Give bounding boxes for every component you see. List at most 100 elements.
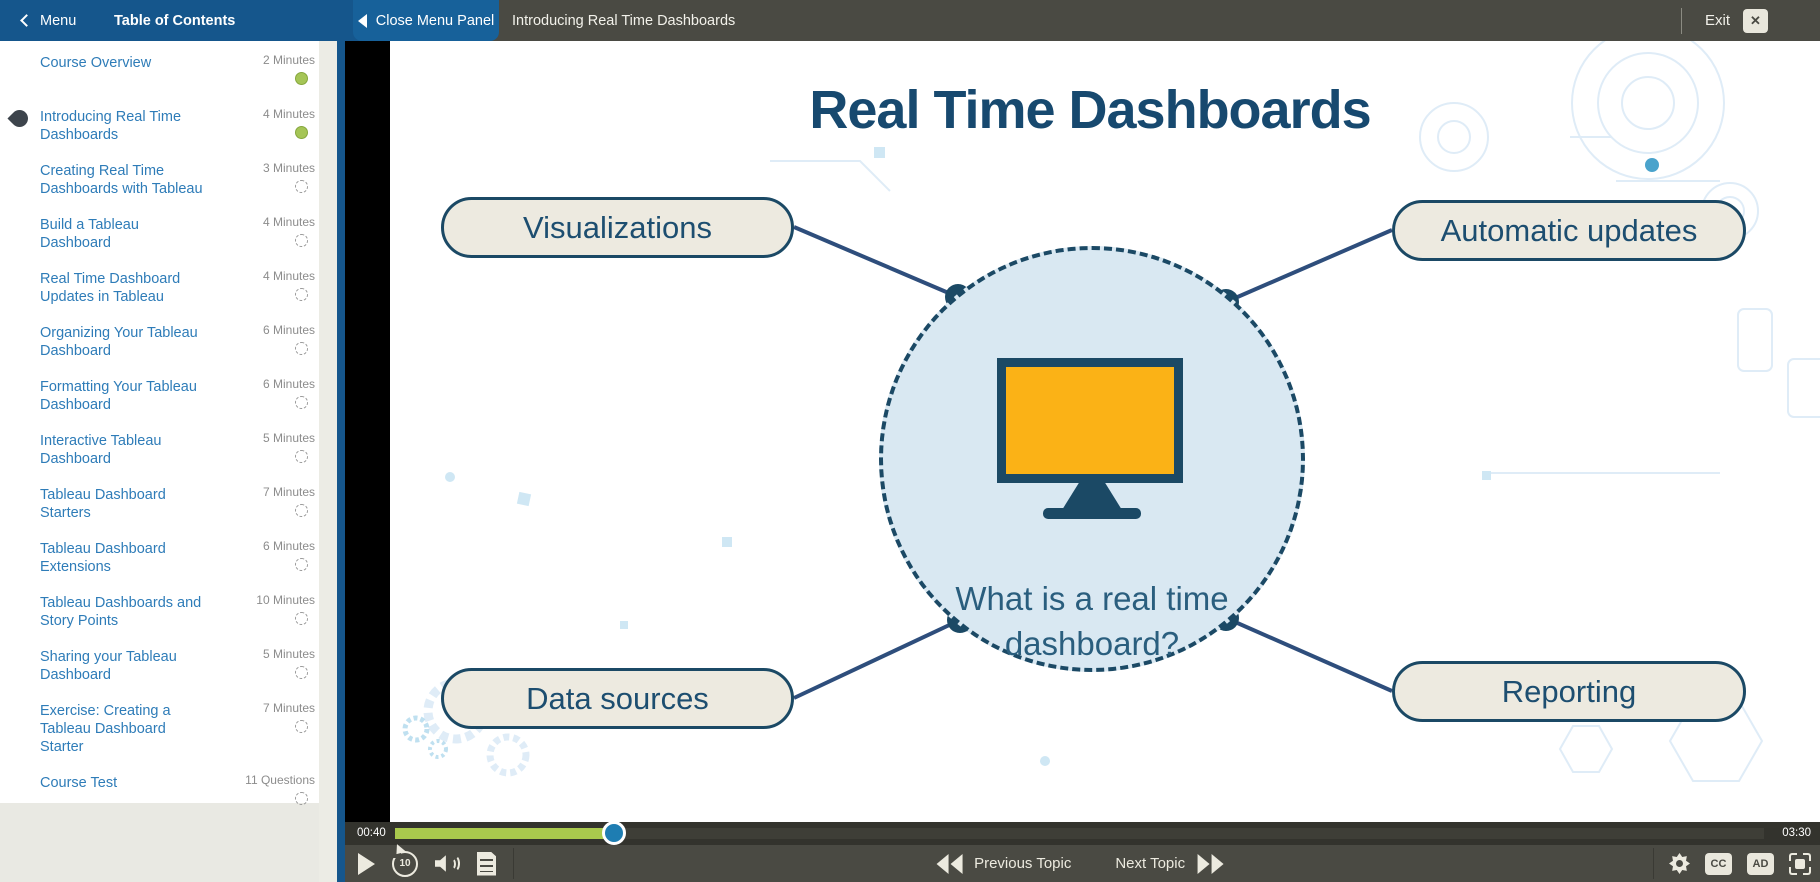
toc-item[interactable]: Formatting Your Tableau Dashboard 6 Minut… [0,369,319,423]
close-x-icon: ✕ [1750,12,1761,28]
top-bar-blue-section [0,0,366,41]
status-incomplete-icon [295,504,308,517]
close-menu-panel-label: Close Menu Panel [375,12,495,29]
diagram-node-data-sources: Data sources [441,668,794,729]
toc-item[interactable]: Interactive Tableau Dashboard 5 Minutes [0,423,319,477]
toc-item[interactable]: Organizing Your Tableau Dashboard 6 Minut… [0,315,319,369]
audio-description-button[interactable]: AD [1747,852,1774,875]
status-incomplete-icon [295,180,308,193]
toc-item-duration: 11 Questions [245,773,315,787]
fullscreen-button[interactable] [1789,852,1811,875]
seek-thumb[interactable] [602,821,627,845]
triangle-left-icon [357,13,367,28]
toc-item-label: Formatting Your Tableau Dashboard [40,379,197,413]
status-incomplete-icon [295,558,308,571]
current-time: 00:40 [357,827,386,839]
status-incomplete-icon [295,234,308,247]
toc-item-meta: 6 Minutes [212,324,315,355]
top-bar-divider [1680,7,1682,34]
play-button[interactable] [358,852,375,875]
toc-item-meta: 4 Minutes [212,216,315,247]
toc-item[interactable]: Creating Real Time Dashboards with Table… [0,153,319,207]
toc-item-label: Exercise: Creating a Tableau Dashboard S… [40,703,171,755]
toc-item-label: Creating Real Time Dashboards with Table… [40,163,203,197]
sidebar-footer-area [0,803,337,882]
toc-item[interactable]: Real Time Dashboard Updates in Tableau 4 … [0,261,319,315]
slide-stage[interactable]: Real Time Dashboards Visualizations Auto… [390,41,1820,822]
toc-item-meta: 5 Minutes [212,648,315,679]
toc-item-meta: 6 Minutes [212,540,315,571]
toc-item-duration: 4 Minutes [262,215,315,229]
toc-item-label: Interactive Tableau Dashboard [40,433,162,467]
video-letterbox [345,41,390,822]
monitor-base [1043,508,1141,519]
toc-item-duration: 4 Minutes [262,269,315,283]
sidebar-scrollbar[interactable] [319,41,337,882]
transcript-button[interactable] [477,851,496,876]
toc-item-duration: 10 Minutes [256,593,315,607]
next-topic-button[interactable]: Next Topic [1115,853,1225,874]
toc-item-meta: 3 Minutes [212,162,315,193]
status-incomplete-icon [295,288,308,301]
volume-wave-icon [449,855,460,872]
toc-item-meta: 4 Minutes [212,108,315,139]
toc-item-label: Real Time Dashboard Updates in Tableau [40,271,181,305]
menu-button-label: Menu [40,12,77,29]
rewind-10-button[interactable]: 10 [392,848,418,877]
toc-item-meta: 4 Minutes [212,270,315,301]
toc-item-duration: 2 Minutes [262,53,315,67]
right-controls: CC AD [1653,845,1811,882]
left-controls: 10 [358,845,514,882]
corner-bracket-icon [1789,866,1797,875]
toc-item[interactable]: Tableau Dashboards and Story Points 10 Mi… [0,585,319,639]
toc-item[interactable]: Sharing your Tableau Dashboard 5 Minutes [0,639,319,693]
exit-button[interactable]: ✕ [1743,8,1768,33]
toc-item-meta: 7 Minutes [212,486,315,517]
toc-item-label: Course Overview [40,55,152,71]
player-controls-bar: 10 Previous Topic Next Topic CC [345,845,1820,882]
slide-title: Real Time Dashboards [809,80,1371,140]
toc-item-label: Sharing your Tableau Dashboard [40,649,177,683]
monitor-stand [1062,483,1122,510]
toc-item-duration: 5 Minutes [262,431,315,445]
diagram-center-circle: What is a real time dashboard? [879,246,1305,672]
toc-item-meta: 6 Minutes [212,378,315,409]
toc-item-duration: 6 Minutes [262,323,315,337]
close-menu-panel-button[interactable]: Close Menu Panel [353,0,499,41]
toc-item-label: Organizing Your Tableau Dashboard [40,325,198,359]
toc-item[interactable]: Tableau Dashboard Starters 7 Minutes [0,477,319,531]
toc-item-label: Tableau Dashboards and Story Points [40,595,202,629]
previous-topic-button[interactable]: Previous Topic [934,853,1071,874]
seek-bar[interactable] [395,821,1764,845]
toc-item-meta: 2 Minutes [212,54,315,85]
toc-item-meta: 10 Minutes [212,594,315,625]
toc-item-duration: 7 Minutes [262,485,315,499]
status-incomplete-icon [295,720,308,733]
menu-button[interactable]: Menu [20,0,77,41]
status-complete-icon [295,126,308,139]
toc-item-label: Tableau Dashboard Starters [40,487,166,521]
topic-navigation: Previous Topic Next Topic [934,845,1225,882]
toc-item[interactable]: Exercise: Creating a Tableau Dashboard S… [0,693,319,765]
toc-item-duration: 4 Minutes [262,107,315,121]
top-bar: Menu Table of Contents Close Menu Panel … [0,0,1820,41]
settings-gear-button[interactable] [1669,853,1690,874]
corner-bracket-icon [1803,866,1811,875]
table-of-contents-heading: Table of Contents [114,12,236,29]
double-triangle-right-icon [1197,853,1225,874]
closed-captions-button[interactable]: CC [1705,852,1732,875]
rewind-10-label: 10 [399,858,411,869]
seek-fill [395,828,615,839]
exit-label: Exit [1704,12,1730,29]
toc-item-meta: 7 Minutes [212,702,315,733]
volume-button[interactable] [435,855,460,873]
diagram-node-visualizations: Visualizations [441,197,794,258]
toc-item[interactable]: Course Overview 2 Minutes [0,45,319,99]
status-incomplete-icon [295,396,308,409]
